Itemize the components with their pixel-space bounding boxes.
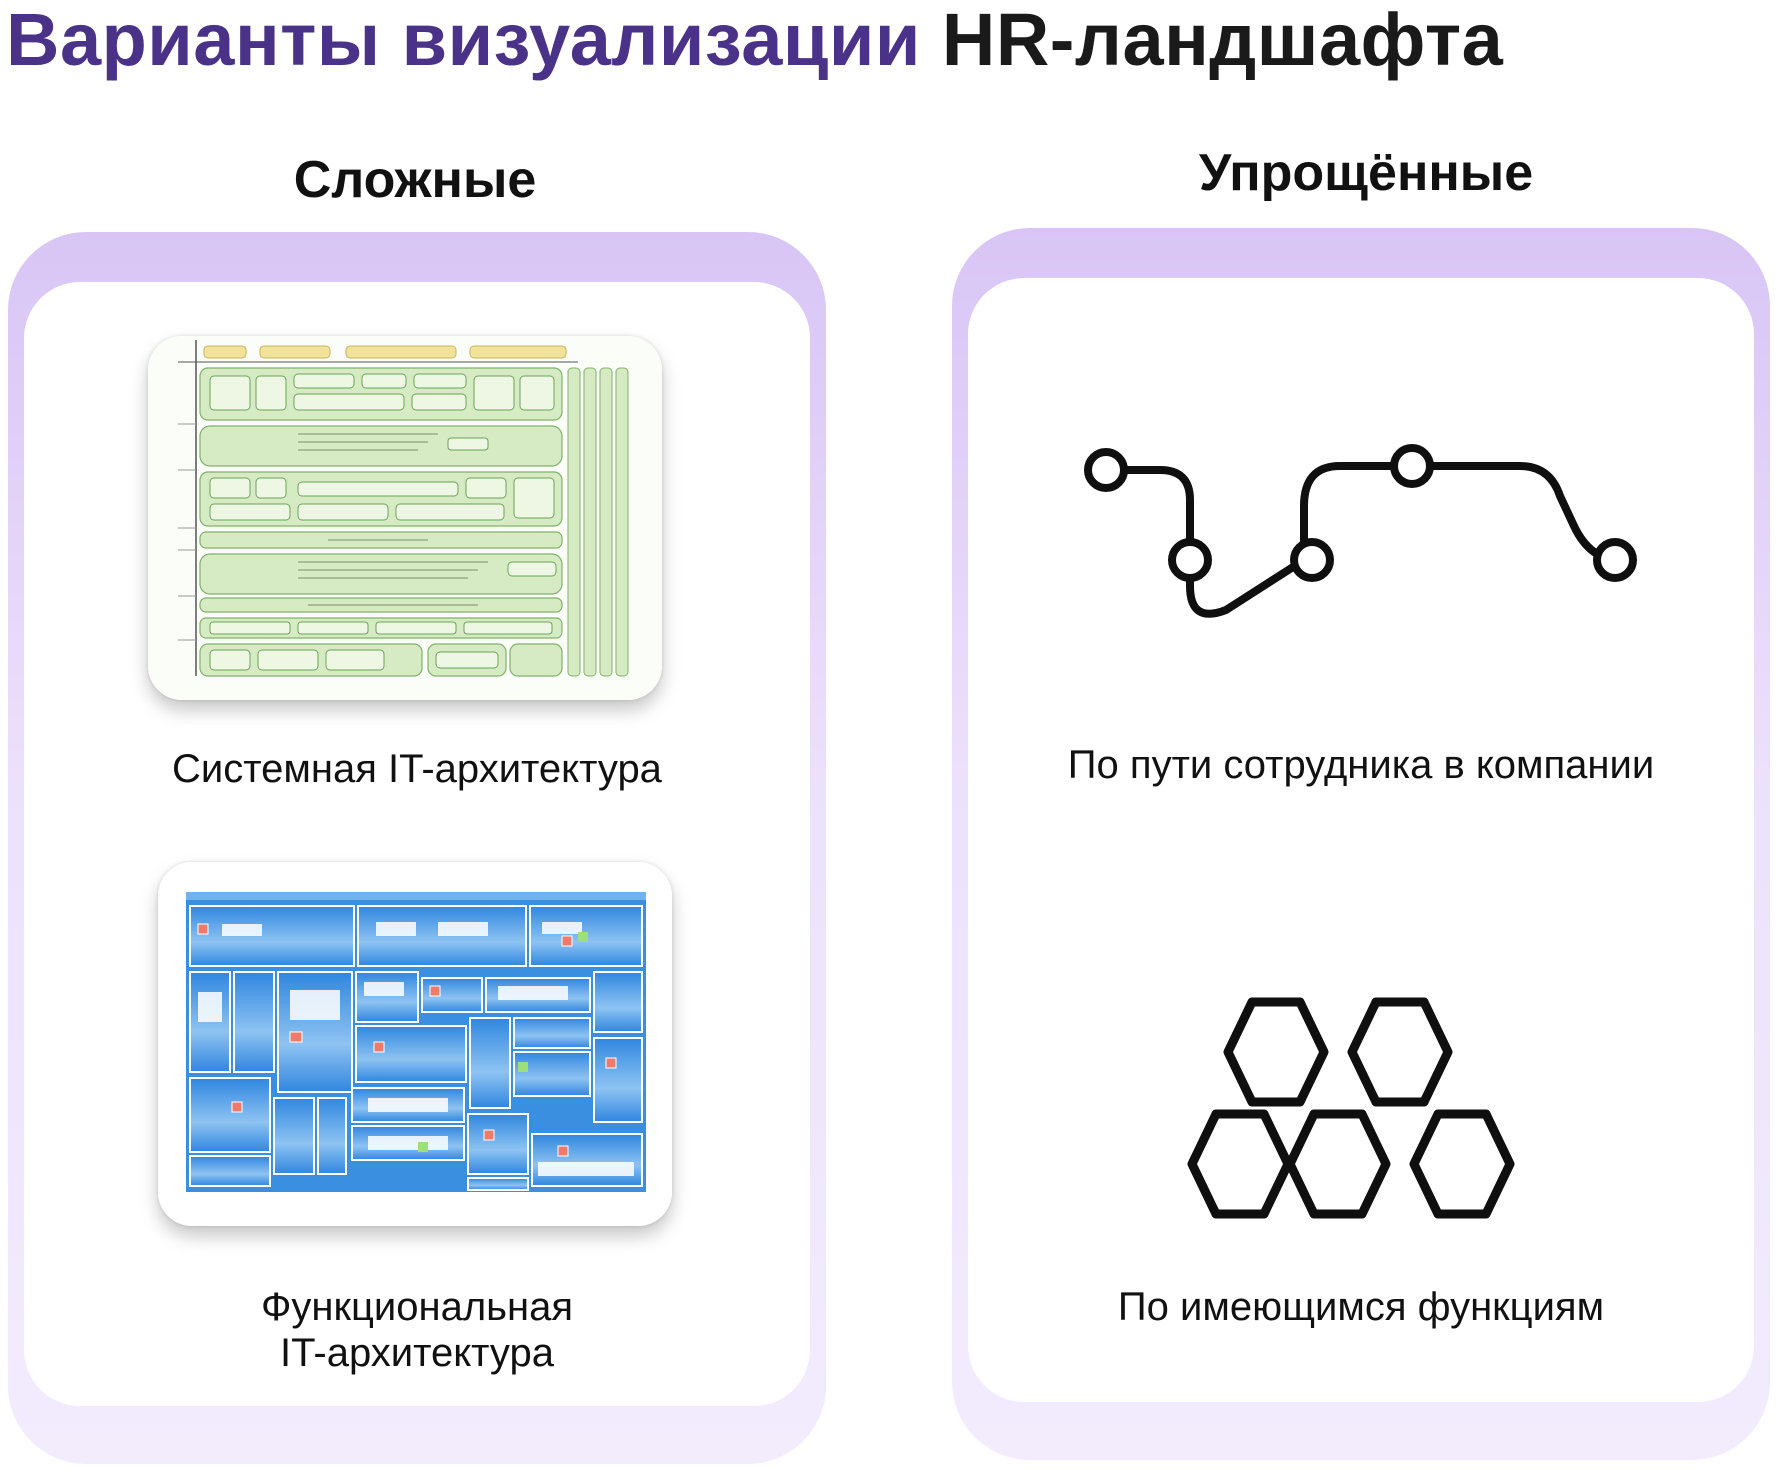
employee-path-route-icon (1050, 400, 1650, 670)
section-heading-simplified: Упрощённые (1198, 144, 1534, 202)
functional-architecture-diagram-thumbnail (158, 862, 672, 1226)
page-title-tail: HR-ландшафта (941, 0, 1504, 81)
functional-architecture-caption-line2: IT-архитектура (280, 1331, 554, 1375)
system-architecture-caption: Системная IT-архитектура (172, 747, 662, 791)
employee-path-caption: По пути сотрудника в компании (1067, 743, 1655, 787)
page-title: Варианты визуализации HR-ландшафта (6, 0, 1503, 80)
page-title-main: Варианты визуализации (6, 0, 921, 81)
functions-caption: По имеющимся функциям (1117, 1285, 1605, 1329)
section-heading-complex: Сложные (293, 151, 537, 209)
hexagon-cluster-icon (1180, 990, 1560, 1240)
functional-architecture-caption-line1: Функциональная (260, 1285, 573, 1329)
system-architecture-diagram-thumbnail (148, 336, 662, 700)
